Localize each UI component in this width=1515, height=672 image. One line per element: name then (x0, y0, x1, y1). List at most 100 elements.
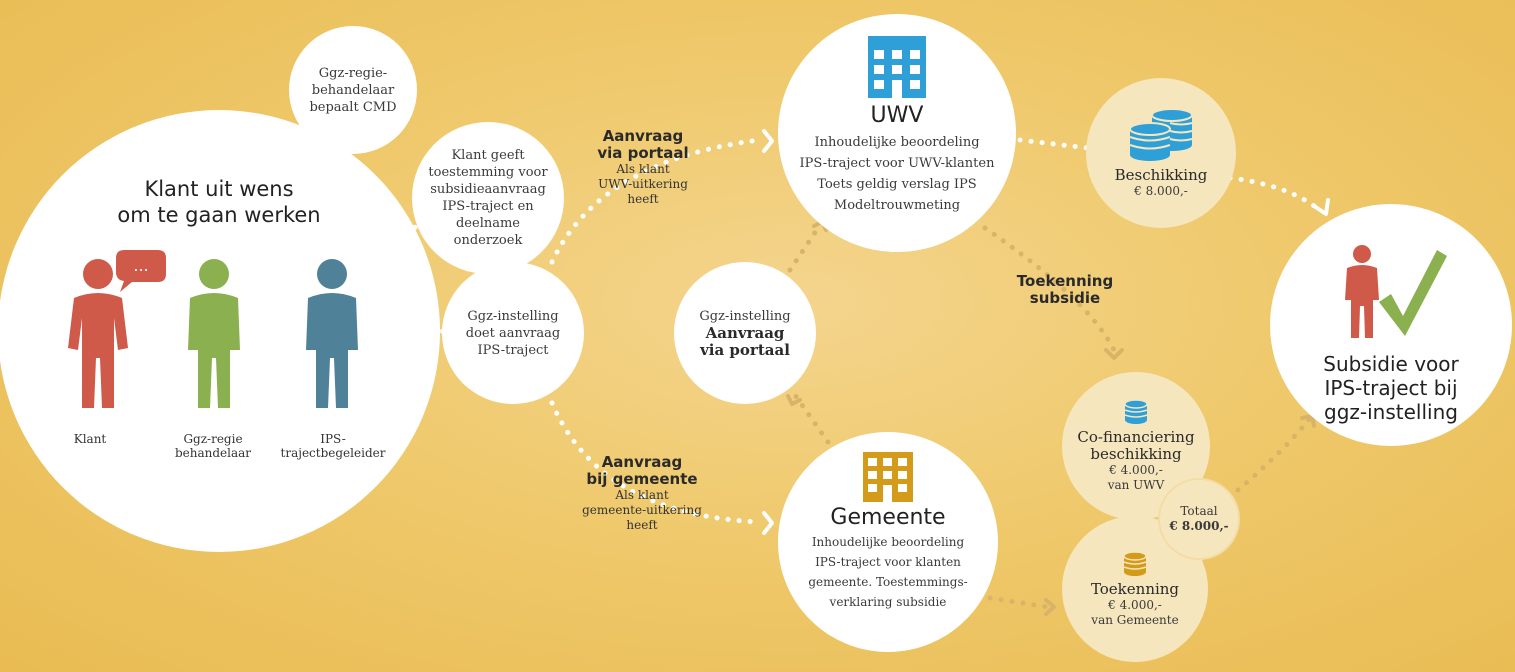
uwv-building-icon (868, 36, 926, 98)
klant-label-line1: Klant (73, 432, 107, 446)
arrowhead-result (1312, 198, 1330, 216)
uwv-route-sub: heeft (627, 192, 659, 206)
arrowhead-gemeente (762, 511, 774, 535)
result-circle: Subsidie voor IPS-traject bij ggz-instel… (1270, 204, 1512, 446)
result-line: Subsidie voor (1323, 352, 1459, 376)
client-title-line1: Klant uit wens (144, 177, 294, 201)
gemeente-line: gemeente. Toestemmings- (808, 575, 968, 589)
uwv-route-label: Aanvraag via portaal Als klant UWV-uitke… (578, 128, 708, 207)
gemeente-line: Inhoudelijke beoordeling (811, 535, 965, 549)
consent-bubble: Klant geeft toestemming voor subsidieaan… (412, 122, 564, 274)
connector-portal-uwv (787, 222, 823, 273)
toekenning-coins-icon (1123, 550, 1147, 576)
connector-gemeente-toekenning (987, 595, 1051, 610)
request-line: doet aanvraag (465, 325, 561, 341)
totaal-label: Totaal (1180, 504, 1218, 518)
uwv-route-title2: via portaal (597, 144, 689, 162)
gemeente-line: IPS-traject voor klanten (815, 555, 961, 569)
ips-label-line1: IPS- (320, 432, 346, 446)
ips-label-line2: trajectbegeleider (280, 446, 386, 460)
toekenning-line2: subsidie (1029, 289, 1101, 307)
cofin-coins-icon (1124, 399, 1148, 424)
consent-line: deelname (455, 216, 520, 231)
ggz-regie-label-line1: Ggz-regie (183, 432, 243, 446)
gemeente-route-sub: heeft (626, 518, 658, 532)
connector-beschikking-result (1227, 175, 1325, 215)
connector-uwv-cofin (982, 225, 1118, 355)
consent-line: toestemming voor (428, 165, 548, 180)
uwv-route-title1: Aanvraag (602, 127, 684, 145)
request-line: IPS-traject (477, 342, 549, 358)
portal-line2: Aanvraag (705, 323, 785, 342)
uwv-line: IPS-traject voor UWV-klanten (799, 156, 995, 171)
uwv-circle: UWV Inhoudelijke beoordeling IPS-traject… (778, 14, 1016, 252)
beschikking-amount: € 8.000,- (1134, 184, 1188, 198)
cofin-circle: Co-financiering beschikking € 4.000,- va… (1062, 372, 1210, 520)
gemeente-details: Inhoudelijke beoordeling IPS-traject voo… (808, 532, 967, 612)
cofin-title-line1: Co-financiering (1077, 428, 1195, 446)
connector-totaal-result (1235, 415, 1313, 493)
uwv-title: UWV (870, 103, 924, 128)
toekenning-subsidie-label: Toekenning subsidie (1000, 273, 1130, 307)
arrowhead-uwv (762, 129, 774, 153)
consent-line: IPS-traject en (442, 199, 534, 214)
beschikking-title: Beschikking (1114, 166, 1208, 184)
gemeente-title: Gemeente (830, 505, 946, 530)
result-line: ggz-instelling (1324, 400, 1458, 424)
request-bubble: Ggz-instelling doet aanvraag IPS-traject (442, 262, 584, 404)
speech-bubble-icon: ... (116, 250, 166, 292)
gemeente-route-label: Aanvraag bij gemeente Als klant gemeente… (572, 454, 712, 533)
beschikking-circle: Beschikking € 8.000,- (1086, 78, 1236, 228)
ggz-regie-label-line2: behandelaar (174, 446, 252, 460)
gemeente-circle: Gemeente Inhoudelijke beoordeling IPS-tr… (778, 432, 998, 652)
portal-line3: via portaal (700, 340, 790, 359)
gemeente-route-title2: bij gemeente (586, 470, 698, 488)
portal-bubble: Ggz-instelling Aanvraag via portaal (674, 262, 816, 404)
connector-uwv-beschikking (1017, 137, 1091, 151)
cmd-line: bepaalt CMD (309, 99, 397, 115)
result-text: Subsidie voor IPS-traject bij ggz-instel… (1323, 352, 1459, 424)
cofin-amount: € 4.000,- (1109, 463, 1163, 477)
portal-line1: Ggz-instelling (699, 308, 791, 324)
coins-stack-icon (1129, 108, 1193, 161)
uwv-line: Toets geldig verslag IPS (817, 177, 977, 192)
toekenning-gemeente-title: Toekenning (1090, 579, 1180, 598)
uwv-route-sub: Als klant (616, 162, 670, 176)
request-line: Ggz-instelling (467, 308, 559, 324)
ips-begeleider-person-icon (306, 259, 358, 408)
uwv-line: Inhoudelijke beoordeling (814, 135, 980, 150)
toekenning-line1: Toekenning (1016, 272, 1114, 290)
uwv-details: Inhoudelijke beoordeling IPS-traject voo… (800, 132, 995, 216)
connector-gemeente-portal (792, 392, 831, 445)
ggz-regie-label: Ggz-regie behandelaar (168, 432, 258, 460)
toekenning-gemeente-source: van Gemeente (1091, 612, 1179, 627)
totaal-circle: Totaal € 8.000,- (1158, 478, 1240, 560)
cmd-bubble: Ggz-regie- behandelaar bepaalt CMD (289, 26, 417, 154)
ips-label: IPS- trajectbegeleider (278, 432, 388, 460)
gemeente-route-sub: Als klant (615, 488, 669, 502)
gemeente-line: verklaring subsidie (829, 595, 947, 609)
cmd-line: behandelaar (311, 82, 395, 98)
cofin-source: van UWV (1107, 478, 1165, 492)
gemeente-route-title1: Aanvraag (601, 453, 683, 471)
ggz-regie-person-icon (188, 259, 240, 408)
consent-line: subsidieaanvraag (430, 182, 546, 197)
toekenning-gemeente-amount: € 4.000,- (1108, 597, 1162, 612)
consent-line: Klant geeft (451, 148, 525, 163)
totaal-amount: € 8.000,- (1169, 519, 1229, 533)
cmd-line: Ggz-regie- (318, 65, 388, 81)
arrowhead-portal-target (786, 394, 802, 406)
cofin-title-line2: beschikking (1090, 445, 1182, 463)
klant-label: Klant (60, 432, 120, 446)
klant-person-icon (68, 259, 128, 408)
result-icon-group (1331, 244, 1451, 340)
result-line: IPS-traject bij (1324, 376, 1458, 400)
arrowhead-cofin (1104, 348, 1124, 360)
client-title-line2: om te gaan werken (117, 203, 321, 227)
consent-line: onderzoek (453, 233, 523, 248)
checkmark-icon (1379, 250, 1447, 336)
arrowhead-toekenning (1044, 598, 1056, 616)
uwv-line: Modeltrouwmeting (833, 198, 961, 213)
speech-dots: ... (133, 256, 148, 275)
